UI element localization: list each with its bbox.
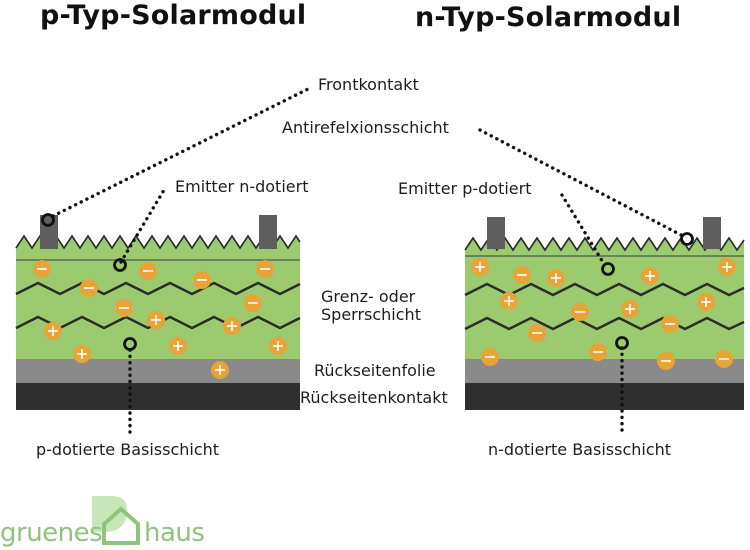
marker-antireflex-ring [680, 232, 694, 246]
p-module-front-contact-right [259, 215, 277, 249]
n-module-carrier-hole [471, 258, 489, 276]
leader-frontkontakt [51, 86, 312, 218]
label-p-basis: p-dotierte Basisschicht [36, 440, 220, 459]
p-module-carrier-electron [193, 271, 211, 289]
n-module-carrier-electron [715, 350, 733, 368]
p-module-carrier-hole [223, 317, 241, 335]
leader-lines [51, 86, 685, 436]
house-outline [102, 506, 140, 545]
marker-p-basis-ring [123, 337, 137, 351]
p-module-carrier-hole [147, 311, 165, 329]
p-module-carrier-electron [256, 260, 274, 278]
p-module-carrier-electron [139, 262, 157, 280]
n-module-carrier-electron [661, 315, 679, 333]
label-antireflex: Antirefelxionsschicht [282, 118, 449, 137]
p-module-surface-texture [15, 234, 301, 250]
p-module-charge-carriers [33, 260, 287, 379]
n-module-title: n-Typ-Solarmodul [415, 2, 682, 33]
n-module-front-contact-right [703, 217, 721, 249]
p-module-cross-section [15, 215, 301, 410]
p-module-back-foil [16, 359, 300, 383]
n-module-carrier-electron [513, 266, 531, 284]
n-module-cross-section [464, 217, 745, 410]
logo-text-right: haus [144, 518, 205, 548]
leader-emitter-p [560, 193, 606, 266]
n-module-carrier-electron [589, 343, 607, 361]
p-module-carrier-electron [244, 294, 262, 312]
p-module-back-contact [16, 383, 300, 410]
n-module-junction-line-2 [464, 316, 745, 331]
p-module-carrier-electron [80, 279, 98, 297]
n-module-surface-texture [464, 236, 745, 252]
label-rueckseitenkontakt: Rückseitenkontakt [300, 388, 448, 407]
marker-emitter-p-ring [601, 262, 615, 276]
label-grenz-line1: Grenz- oder [321, 287, 416, 306]
n-module-carrier-hole [500, 292, 518, 310]
label-rueckseitenfolie: Rückseitenfolie [314, 361, 436, 380]
label-grenz-line2: Sperrschicht [321, 305, 421, 324]
n-module-carrier-electron [481, 348, 499, 366]
marker-frontkontakt-ring [41, 213, 55, 227]
label-n-basis: n-dotierte Basisschicht [488, 440, 672, 459]
leaf-shape [92, 496, 127, 532]
n-module-carrier-electron [571, 303, 589, 321]
n-module-carrier-hole [641, 267, 659, 285]
p-module-carrier-hole [269, 337, 287, 355]
leader-antireflex [478, 128, 685, 238]
p-module-title: p-Typ-Solarmodul [40, 0, 307, 31]
p-module-junction-line-1 [15, 281, 301, 296]
n-module-back-contact [465, 383, 744, 410]
n-module-back-foil [465, 359, 744, 383]
n-module-carrier-hole [718, 258, 736, 276]
leader-markers [41, 213, 694, 351]
p-module-carrier-hole [211, 361, 229, 379]
n-module-front-contact-left [487, 217, 505, 249]
logo-text-left: gruenes [0, 518, 103, 548]
p-module-carrier-hole [44, 322, 62, 340]
p-module-carrier-hole [169, 337, 187, 355]
n-module-carrier-hole [697, 293, 715, 311]
marker-n-basis-ring [615, 336, 629, 350]
leader-emitter-n [119, 188, 166, 264]
n-module-carrier-electron [528, 324, 546, 342]
p-module-carrier-electron [33, 260, 51, 278]
house-leaf-icon [92, 496, 140, 545]
marker-emitter-n-ring [113, 258, 127, 272]
n-module-charge-carriers [471, 258, 736, 370]
n-module-carrier-hole [621, 300, 639, 318]
label-frontkontakt: Frontkontakt [318, 75, 419, 94]
p-module-carrier-electron [115, 299, 133, 317]
n-module-carrier-electron [657, 352, 675, 370]
label-emitter-n: Emitter n-dotiert [175, 177, 309, 196]
label-emitter-p: Emitter p-dotiert [398, 179, 532, 198]
n-module-carrier-hole [547, 269, 565, 287]
p-module-carrier-hole [73, 345, 91, 363]
